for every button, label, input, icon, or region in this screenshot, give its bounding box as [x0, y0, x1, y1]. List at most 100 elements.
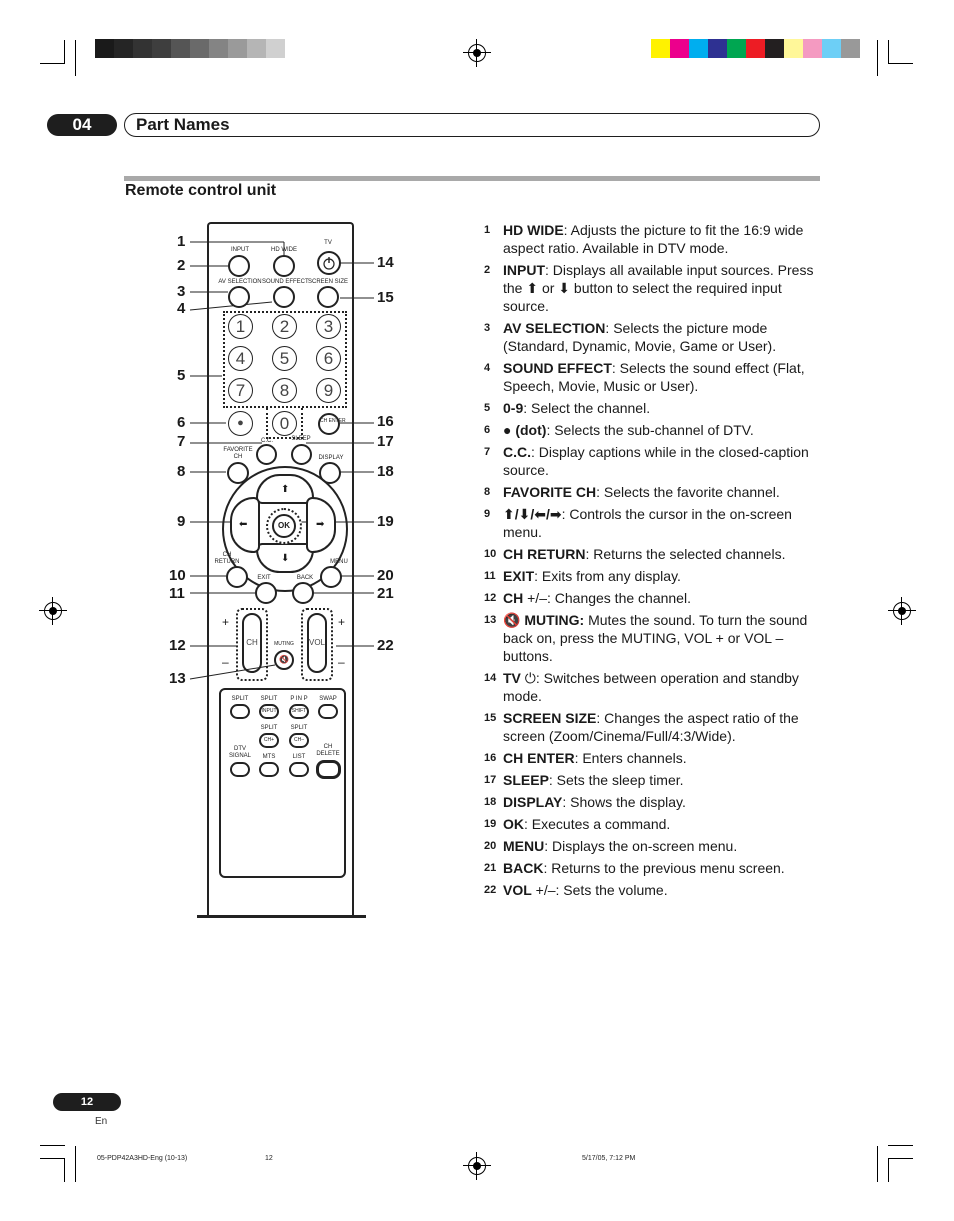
callout-18: 18: [377, 463, 394, 480]
p-in-p-shift-button[interactable]: SHIFT: [289, 704, 309, 719]
digit-8-button[interactable]: 8: [272, 378, 297, 403]
digit-4-button[interactable]: 4: [228, 346, 253, 371]
split-ch-plus-button[interactable]: CH+: [259, 733, 279, 748]
description-number: 6: [484, 424, 491, 436]
description-text: : Displays the on-screen menu.: [544, 838, 738, 854]
callout-22: 22: [377, 637, 394, 654]
favorite-ch-button[interactable]: [227, 462, 249, 484]
digit-0-button[interactable]: 0: [272, 411, 297, 436]
color-swatch: [746, 39, 765, 58]
callout-4: 4: [177, 300, 186, 317]
description-text: : Controls the cursor in the on-screen m…: [503, 506, 792, 540]
callout-20: 20: [377, 567, 394, 584]
input-label: INPUT: [231, 247, 249, 253]
ok-button[interactable]: OK: [272, 514, 296, 538]
digit-9-button[interactable]: 9: [316, 378, 341, 403]
description-text: : Display captions while in the closed-c…: [503, 444, 809, 478]
mts-button[interactable]: [259, 762, 279, 777]
description-key: INPUT: [503, 262, 545, 278]
menu-button[interactable]: [320, 566, 342, 588]
muting-button[interactable]: 🔇: [274, 650, 294, 670]
callout-10: 10: [169, 567, 186, 584]
description-number: 15: [484, 712, 497, 724]
ch-return-button[interactable]: [226, 566, 248, 588]
color-swatch: [708, 39, 727, 58]
description-text: : Displays all available input sources. …: [503, 262, 814, 314]
vol-minus-sign: –: [338, 655, 345, 669]
left-button[interactable]: ⬅: [230, 497, 260, 553]
dot-button[interactable]: ●: [228, 411, 253, 436]
digit-1-button[interactable]: 1: [228, 314, 253, 339]
ch-plus-sign: +: [222, 615, 230, 629]
registration-mark-icon: [39, 597, 67, 625]
description-number: 22: [484, 884, 497, 896]
menu-label: MENU: [330, 559, 348, 565]
tv-power-button[interactable]: [317, 251, 341, 275]
color-swatch: [651, 39, 670, 58]
callout-19: 19: [377, 513, 394, 530]
swap-button[interactable]: [318, 704, 338, 719]
sleep-button[interactable]: [291, 444, 312, 465]
gray-swatch: [247, 39, 266, 58]
hd-wide-button[interactable]: [273, 255, 295, 277]
split-input-button[interactable]: INPUT: [259, 704, 279, 719]
ch-rocker-button[interactable]: CH: [242, 613, 262, 673]
zero-group: [266, 408, 303, 439]
back-button[interactable]: [292, 582, 314, 604]
callout-2: 2: [177, 257, 186, 274]
description-number: 20: [484, 840, 497, 852]
screen-size-button[interactable]: [317, 286, 339, 308]
vol-rocker-button[interactable]: VOL: [307, 613, 327, 673]
description-key: ⬆/⬇/⬅/➡: [503, 506, 562, 522]
down-button[interactable]: ⬇: [256, 543, 314, 573]
cc-button[interactable]: [256, 444, 277, 465]
description-number: 4: [484, 362, 491, 374]
description-key: DISPLAY: [503, 794, 563, 810]
description-text: : Selects the sound effect (Flat, Speech…: [503, 360, 805, 394]
section-rule: [124, 176, 820, 181]
up-arrow-icon: ⬆: [281, 484, 290, 495]
description-key: C.C.: [503, 444, 531, 460]
display-button[interactable]: [319, 462, 341, 484]
ch-delete-label: CH DELETE: [316, 744, 340, 757]
page-number: 12: [53, 1093, 121, 1111]
color-swatch: [784, 39, 803, 58]
digit-6-button[interactable]: 6: [316, 346, 341, 371]
direction-pad-ring: [222, 466, 348, 592]
av-selection-button[interactable]: [228, 286, 250, 308]
description-text: : Enters channels.: [574, 750, 687, 766]
digit-5-button[interactable]: 5: [272, 346, 297, 371]
callout-3: 3: [177, 283, 186, 300]
description-number: 13: [484, 614, 497, 626]
ch-delete-button[interactable]: [316, 760, 341, 779]
split-button[interactable]: [230, 704, 250, 719]
description-number: 5: [484, 402, 491, 414]
cc-label: C.C.: [261, 438, 273, 444]
right-arrow-icon: ➡: [316, 519, 325, 530]
gray-swatch: [171, 39, 190, 58]
digit-7-button[interactable]: 7: [228, 378, 253, 403]
description-text: : Exits from any display.: [534, 568, 681, 584]
dtv-signal-button[interactable]: [230, 762, 250, 777]
input-button[interactable]: [228, 255, 250, 277]
description-text: ⏻: Switches between operation and standb…: [503, 670, 799, 704]
sound-effect-button[interactable]: [273, 286, 295, 308]
description-key: SCREEN SIZE: [503, 710, 597, 726]
description-key: VOL: [503, 882, 532, 898]
ch-enter-button[interactable]: CH ENTER: [318, 413, 346, 435]
description-text: : Selects the favorite channel.: [596, 484, 780, 500]
digit-3-button[interactable]: 3: [316, 314, 341, 339]
description-key: SLEEP: [503, 772, 549, 788]
split-ch-minus-button[interactable]: CH–: [289, 733, 309, 748]
description-number: 10: [484, 548, 497, 560]
list-button[interactable]: [289, 762, 309, 777]
up-button[interactable]: ⬆: [256, 474, 314, 504]
description-key: AV SELECTION: [503, 320, 606, 336]
digit-2-button[interactable]: 2: [272, 314, 297, 339]
exit-button[interactable]: [255, 582, 277, 604]
